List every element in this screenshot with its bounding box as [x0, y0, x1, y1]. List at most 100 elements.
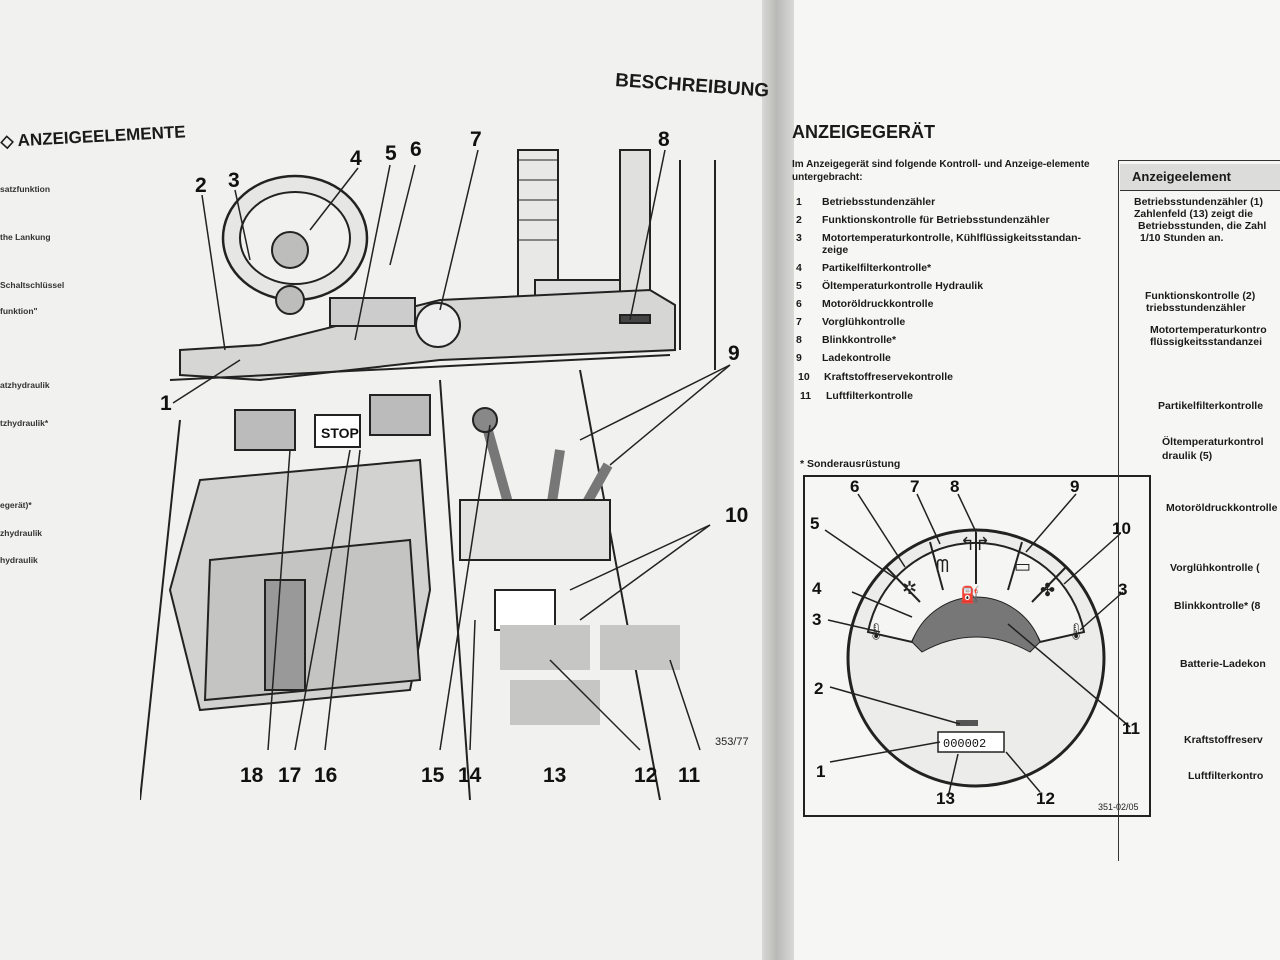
table-cell: draulik (5): [1162, 450, 1213, 462]
side-label: atzhydraulik: [0, 380, 50, 390]
book-gutter: [762, 0, 794, 960]
page-title: ANZEIGEGERÄT: [792, 122, 936, 142]
callout-17: 17: [278, 764, 301, 787]
item-label: Öltemperaturkontrolle Hydraulik: [822, 280, 984, 292]
airfilter-icon: ✤: [1040, 580, 1055, 600]
item-label: Partikelfilterkontrolle*: [822, 262, 932, 274]
table-cell: Vorglühkontrolle (: [1170, 562, 1260, 574]
forklift-cockpit-figure: STOP 1 2 3 4 5 6 7 8 9 10: [140, 128, 749, 800]
item-label: Vorglühkontrolle: [822, 316, 906, 328]
side-label: the Lankung: [0, 232, 51, 242]
table-cell: Zahlenfeld (13) zeigt die: [1134, 208, 1254, 220]
gauge-callout-10: 10: [1112, 519, 1131, 538]
callout-16: 16: [314, 764, 337, 787]
callout-11: 11: [678, 764, 701, 787]
table-cell: Öltemperaturkontrol: [1162, 436, 1264, 448]
list-item: 11 Luftfilterkontrolle: [800, 390, 913, 402]
item-label: Funktionskontrolle für Betriebsstundenzä…: [822, 214, 1050, 226]
gauge-callout-13: 13: [936, 789, 955, 808]
figure-frame: [803, 475, 1151, 817]
oil-temp-icon: 🌡: [1066, 623, 1086, 641]
table-cell: triebsstundenzähler: [1146, 302, 1246, 314]
turn-signal-icon: ↰↱: [960, 534, 990, 554]
callout-10: 10: [725, 504, 748, 527]
callout-18: 18: [240, 764, 264, 787]
table-cell: Betriebsstundenzähler (1): [1134, 196, 1263, 208]
item-number: 4: [796, 262, 802, 274]
item-label: Motortemperaturkontrolle, Kühlflüssigkei…: [822, 232, 1082, 244]
gauge-callout-3-left: 3: [812, 610, 821, 629]
gauge-callout-11: 11: [1122, 719, 1140, 738]
fuel-icon: ⛽: [960, 585, 980, 604]
table-cell: Funktionskontrolle (2): [1145, 290, 1256, 302]
item-label: Ladekontrolle: [822, 352, 891, 364]
side-label: egerät)*: [0, 500, 32, 510]
side-label: funktion": [0, 306, 38, 316]
list-item: 5 Öltemperaturkontrolle Hydraulik: [796, 280, 983, 292]
gauge-callout-4: 4: [812, 579, 822, 598]
list-item: 6 Motoröldruckkontrolle: [796, 298, 933, 310]
element-table: [1118, 160, 1280, 861]
item-label: Motoröldruckkontrolle: [822, 298, 934, 310]
stop-pedal-label: STOP: [321, 425, 359, 441]
item-number: 3: [796, 232, 802, 244]
list-item: 1 Betriebsstundenzähler: [796, 196, 935, 208]
item-number: 11: [800, 390, 812, 402]
callout-3: 3: [228, 169, 240, 192]
callout-14: 14: [458, 764, 482, 787]
side-label: satzfunktion: [0, 184, 51, 194]
item-number: 10: [798, 371, 810, 383]
table-cell: Partikelfilterkontrolle: [1158, 400, 1264, 412]
item-number: 1: [796, 196, 802, 208]
gauge-callout-2: 2: [814, 679, 823, 698]
table-header-label: Anzeigeelement: [1132, 169, 1231, 184]
callout-4: 4: [350, 147, 362, 170]
item-number: 2: [796, 214, 802, 226]
list-item: 2 Funktionskontrolle für Betriebsstundenz…: [796, 214, 1050, 226]
table-header: Anzeigeelement: [1120, 164, 1280, 191]
battery-icon: ▭: [1014, 556, 1031, 576]
item-number: 9: [796, 352, 802, 364]
gauge-callout-3-right: 3: [1118, 580, 1127, 599]
list-item: 4 Partikelfilterkontrolle*: [796, 262, 931, 274]
callout-9: 9: [728, 342, 740, 365]
table-cell: Motortemperaturkontro: [1150, 324, 1267, 336]
table-cell: Batterie-Ladekon: [1180, 658, 1266, 670]
table-cell: flüssigkeitsstandanzei: [1150, 336, 1263, 348]
callout-6: 6: [410, 138, 422, 161]
gauge-callout-7: 7: [910, 477, 919, 496]
side-label: tzhydraulik*: [0, 418, 49, 428]
gauge-callout-5: 5: [810, 514, 819, 533]
table-cell: Luftfilterkontro: [1188, 770, 1264, 782]
callout-15: 15: [421, 764, 445, 787]
table-cell: Blinkkontrolle* (8: [1174, 600, 1261, 612]
callout-7: 7: [470, 128, 482, 151]
callout-5: 5: [385, 142, 397, 165]
item-label: zeige: [822, 244, 849, 256]
coolant-temp-icon: 🌡: [866, 623, 886, 641]
gauge-callout-8: 8: [950, 477, 959, 496]
footnote: * Sonderausrüstung: [800, 458, 901, 470]
side-label: hydraulik: [0, 555, 38, 565]
item-number: 6: [796, 298, 802, 310]
gauge-figure: ✲ ᗰ ↰↱ ▭ ⛽ ✤ 🌡 🌡 000002 1 2 3 3 4 5 6 7 …: [803, 475, 1151, 817]
hour-counter: 000002: [943, 737, 986, 751]
table-cell: 1/10 Stunden an.: [1140, 232, 1224, 244]
item-label: Luftfilterkontrolle: [826, 390, 913, 402]
item-label: Blinkkontrolle*: [822, 334, 897, 346]
item-label: Betriebsstundenzähler: [822, 196, 936, 208]
figure-reference: 353/77: [715, 736, 749, 748]
callout-2: 2: [195, 174, 207, 197]
list-item: zeige: [796, 244, 848, 256]
list-item: 9 Ladekontrolle: [796, 352, 891, 364]
side-label: zhydraulik: [0, 528, 43, 538]
table-cell: Kraftstoffreserv: [1184, 734, 1263, 746]
pressure-icon: ✲: [902, 578, 917, 598]
item-number: 5: [796, 280, 802, 292]
table-cell: Motoröldruckkontrolle: [1166, 502, 1278, 514]
callout-13: 13: [543, 764, 566, 787]
gauge-callout-1: 1: [816, 762, 825, 781]
